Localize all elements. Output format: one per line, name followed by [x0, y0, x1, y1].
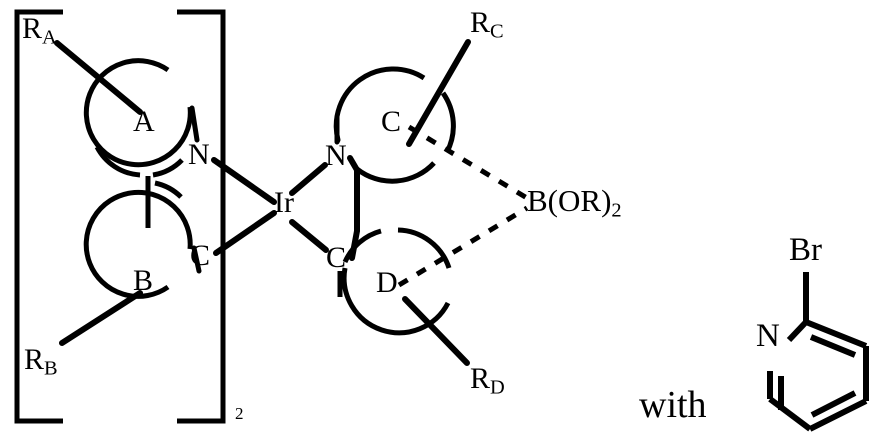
ring-letter-b: B — [133, 264, 154, 297]
ring-a-circle — [83, 58, 193, 178]
conjunction-with: with — [639, 384, 707, 426]
dashed-bond-ring-d-to-boron — [397, 205, 529, 288]
pyridine-inner-double-bonds — [778, 334, 857, 418]
atom-label-iridium: Ir — [274, 186, 294, 219]
right-square-bracket — [177, 9, 226, 424]
r-d-bond — [402, 296, 470, 366]
ring-a-to-n-bond — [189, 105, 200, 143]
boronate-label: B(OR)2 — [527, 183, 622, 222]
right-c-to-ring-d-bond — [349, 228, 360, 261]
atom-label-left-c: C — [190, 239, 211, 272]
left-square-bracket — [14, 9, 63, 424]
substituent-label-rb: RB — [24, 343, 58, 380]
ring-letter-d: D — [376, 266, 398, 299]
r-b-bond — [59, 290, 143, 346]
left-c-to-ir-bond — [213, 210, 277, 256]
atom-label-right-n: N — [325, 139, 347, 172]
ring-b-circle — [83, 180, 193, 299]
ring-letter-c: C — [381, 105, 402, 138]
substituent-label-rc: RC — [470, 6, 504, 43]
left-n-to-ir-bond — [211, 157, 277, 205]
ring-b-to-c-bond — [191, 245, 202, 274]
dashed-bond-ring-c-to-boron — [407, 124, 529, 201]
atom-label-pyridine-n: N — [756, 318, 780, 354]
atom-label-left-n: N — [188, 138, 210, 171]
ring-letter-a: A — [133, 105, 155, 138]
atom-label-right-c: C — [326, 241, 347, 274]
pyridine-ring-skeleton — [767, 319, 869, 432]
bracket-subscript: 2 — [235, 404, 244, 423]
substituent-label-rd: RD — [470, 362, 505, 399]
ring-d-circle — [341, 227, 452, 336]
substituent-label-ra: RA — [22, 12, 57, 49]
atom-label-bromine: Br — [789, 232, 822, 268]
ir-to-right-n-bond — [289, 162, 328, 196]
r-a-bond — [54, 40, 143, 115]
right-n-to-ring-c-bond — [347, 155, 360, 173]
r-c-bond — [406, 39, 471, 147]
ir-to-right-c-bond — [289, 219, 329, 253]
